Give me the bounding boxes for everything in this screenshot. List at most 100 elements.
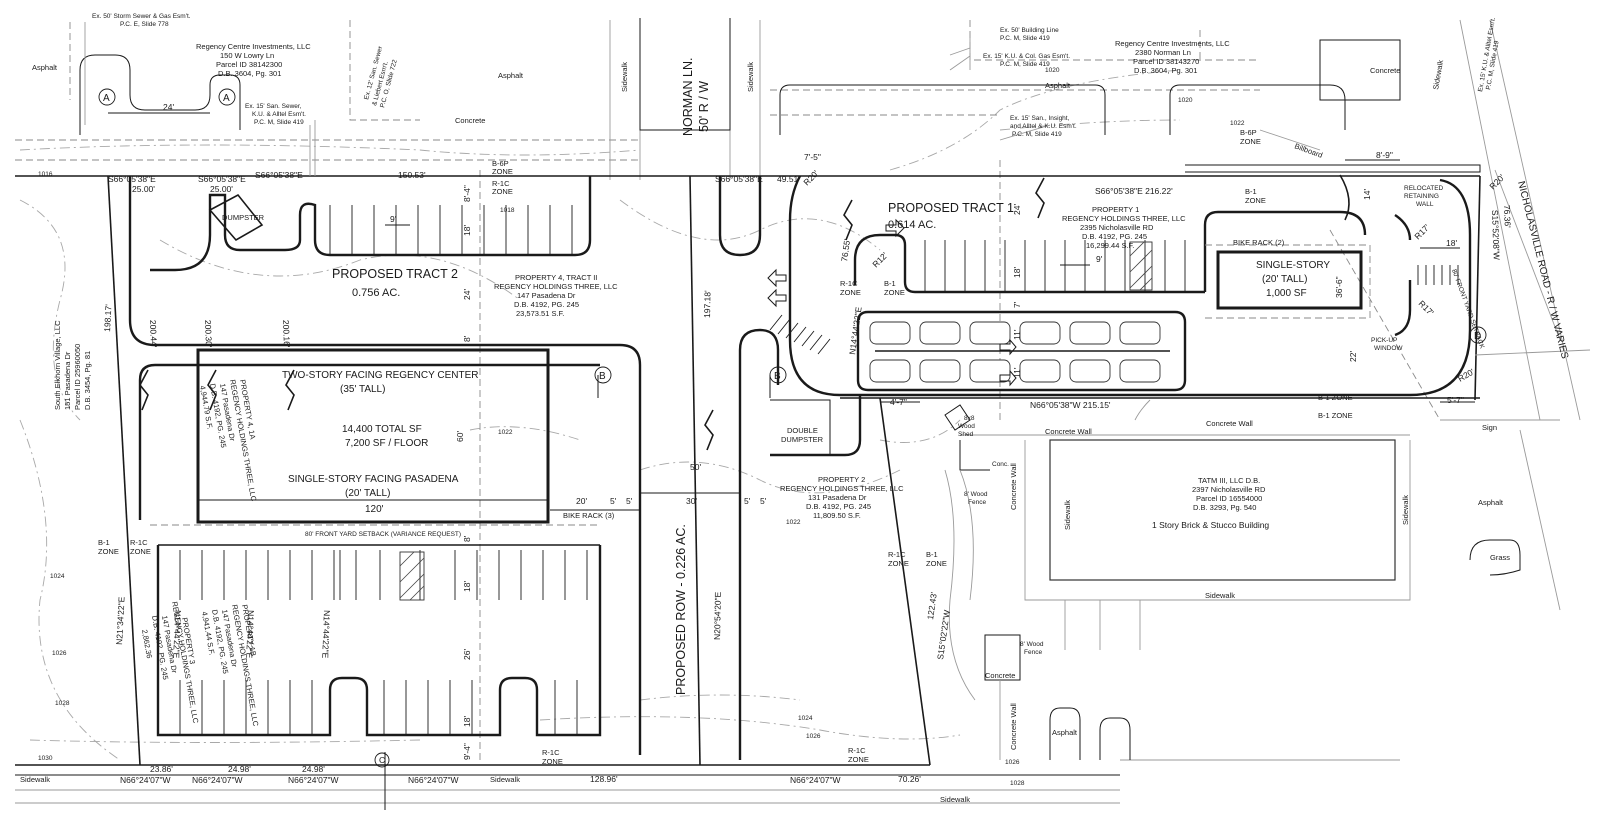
tract2-area: 0.756 AC. (352, 287, 400, 299)
owner-prop4: PROPERTY 4, TRACT II REGENCY HOLDINGS TH… (494, 273, 618, 318)
svg-text:Concrete: Concrete (1370, 66, 1400, 75)
svg-text:Sidewalk: Sidewalk (20, 775, 50, 784)
svg-text:1022: 1022 (498, 429, 513, 436)
svg-text:Asphalt: Asphalt (1478, 498, 1504, 507)
svg-text:25.00': 25.00' (132, 184, 155, 194)
svg-text:1018: 1018 (500, 207, 515, 214)
svg-text:16,299.44 S.F.: 16,299.44 S.F. (1086, 241, 1134, 250)
svg-text:S66°05'38"E: S66°05'38"E (198, 174, 246, 184)
building-b-line2: (20' TALL) (1262, 274, 1307, 285)
svg-text:RETAINING: RETAINING (1404, 193, 1439, 200)
svg-text:1024: 1024 (50, 573, 65, 580)
building-a-line3: 14,400 TOTAL SF (342, 424, 422, 435)
owner-rci-nw: Regency Centre Investments, LLC 150 W Lo… (196, 42, 311, 78)
svg-text:76.55': 76.55' (839, 238, 852, 262)
svg-text:14': 14' (1362, 189, 1372, 200)
svg-text:Shed: Shed (958, 431, 974, 438)
svg-text:147 Pasadena Dr: 147 Pasadena Dr (517, 291, 576, 300)
svg-text:Parcel ID 38143270: Parcel ID 38143270 (1133, 57, 1199, 66)
svg-text:23.86': 23.86' (150, 764, 173, 774)
section-mark-circles (98, 88, 1487, 768)
svg-text:9': 9' (1096, 254, 1103, 264)
svg-text:B-6P: B-6P (1240, 128, 1257, 137)
svg-text:N66°24'07"W: N66°24'07"W (192, 775, 243, 785)
tract1-area: 0.614 AC. (888, 219, 936, 231)
building-a-depth: 60' (455, 431, 465, 442)
svg-text:1022: 1022 (786, 519, 801, 526)
svg-text:B: B (599, 371, 606, 382)
svg-text:5': 5' (760, 496, 767, 506)
svg-text:Parcel ID 38142300: Parcel ID 38142300 (216, 60, 282, 69)
accessible-aisle-hatch (399, 551, 425, 601)
north-boundary-bearings: S66°05'38"E S66°05'38"E S66°05'38"E 25.0… (108, 170, 1173, 410)
svg-text:N14°44'22"E: N14°44'22"E (847, 306, 864, 355)
svg-text:B-6P: B-6P (492, 159, 509, 168)
svg-text:24': 24' (1012, 204, 1022, 215)
svg-text:Sidewalk: Sidewalk (1063, 500, 1072, 530)
svg-text:24': 24' (163, 102, 174, 112)
svg-text:18': 18' (1012, 267, 1022, 278)
svg-text:25.00': 25.00' (210, 184, 233, 194)
svg-text:Ex. 15' San. Sewer,: Ex. 15' San. Sewer, (245, 103, 302, 110)
svg-text:R-1C: R-1C (888, 550, 906, 559)
svg-text:P.C. M, Slide 419: P.C. M, Slide 419 (1000, 61, 1050, 68)
svg-text:Asphalt: Asphalt (1052, 728, 1078, 737)
svg-text:Wood: Wood (958, 423, 975, 430)
svg-text:Parcel ID 25960050: Parcel ID 25960050 (73, 344, 82, 410)
svg-text:S66°05'38"E: S66°05'38"E (715, 174, 763, 184)
svg-text:7': 7' (1012, 301, 1022, 308)
traffic-arrows (767, 218, 1017, 387)
nicholasville-road-label: NICHOLASVILLE ROAD - R / W VARIES (1515, 180, 1570, 360)
svg-text:S15°02'22"W: S15°02'22"W (935, 609, 952, 660)
svg-text:8' Wood: 8' Wood (964, 491, 988, 498)
owner-rci-ne: Regency Centre Investments, LLC 2380 Nor… (1115, 39, 1230, 75)
svg-text:DUMPSTER: DUMPSTER (222, 213, 265, 222)
svg-text:151 Pasadena Dr: 151 Pasadena Dr (63, 351, 72, 410)
svg-text:ZONE: ZONE (926, 559, 947, 568)
svg-text:R-1C: R-1C (492, 179, 510, 188)
svg-text:P.C. E, Slide 778: P.C. E, Slide 778 (120, 21, 169, 28)
svg-text:Concrete Wall: Concrete Wall (1206, 419, 1253, 428)
svg-text:18': 18' (462, 716, 472, 727)
svg-text:Conc.: Conc. (992, 461, 1009, 468)
svg-text:R-1C: R-1C (848, 746, 866, 755)
svg-text:D.B. 3604, Pg. 301: D.B. 3604, Pg. 301 (1134, 66, 1197, 75)
svg-text:TATM III, LLC D.B.: TATM III, LLC D.B. (1198, 476, 1260, 485)
tract1-parking (788, 175, 1472, 397)
tract1-accessible-hatch (1129, 241, 1153, 291)
svg-text:D.B. 3454, Pg. 81: D.B. 3454, Pg. 81 (83, 351, 92, 410)
svg-text:R20': R20' (1456, 366, 1476, 383)
svg-text:Ex. 15' K.U. & Col. Gas Esm't.: Ex. 15' K.U. & Col. Gas Esm't. (983, 53, 1070, 60)
svg-text:PICK-UP: PICK-UP (1371, 337, 1397, 344)
svg-text:Sidewalk: Sidewalk (620, 62, 629, 92)
svg-text:ZONE: ZONE (884, 288, 905, 297)
svg-text:Regency Centre Investments, LL: Regency Centre Investments, LLC (1115, 39, 1230, 48)
svg-text:WINDOW: WINDOW (1374, 345, 1403, 352)
svg-text:D.B. 3604, Pg. 301: D.B. 3604, Pg. 301 (218, 69, 281, 78)
svg-text:N21°34'22"E: N21°34'22"E (114, 596, 127, 645)
svg-text:18': 18' (462, 581, 472, 592)
svg-text:11': 11' (1012, 367, 1022, 378)
svg-text:200.44': 200.44' (148, 320, 159, 348)
svg-text:C: C (379, 755, 385, 765)
svg-text:Fence: Fence (1024, 649, 1042, 656)
building-b-line3: 1,000 SF (1266, 288, 1307, 299)
svg-text:BIKE RACK (2): BIKE RACK (2) (1233, 238, 1285, 247)
svg-text:1020: 1020 (1178, 97, 1193, 104)
svg-text:Sidewalk: Sidewalk (746, 62, 755, 92)
svg-text:Asphalt: Asphalt (1045, 81, 1071, 90)
svg-text:5': 5' (610, 496, 617, 506)
svg-text:Concrete: Concrete (985, 671, 1015, 680)
svg-text:B-1 ZONE: B-1 ZONE (1318, 393, 1353, 402)
svg-text:B-1 ZONE: B-1 ZONE (1318, 411, 1353, 420)
svg-text:131 Pasadena Dr: 131 Pasadena Dr (808, 493, 867, 502)
svg-text:P.C. M, Slide 419: P.C. M, Slide 419 (1000, 35, 1050, 42)
tatm-parcel (944, 399, 1560, 760)
svg-text:Billboard: Billboard (1293, 141, 1324, 159)
svg-text:Concrete Wall: Concrete Wall (1045, 427, 1092, 436)
owner-tatm: TATM III, LLC D.B. 2397 Nicholasville RD… (1152, 476, 1269, 530)
tract2-stall-lines (179, 205, 588, 735)
svg-text:1028: 1028 (1010, 780, 1025, 787)
building-b-depth: 36'-6" (1334, 276, 1344, 298)
